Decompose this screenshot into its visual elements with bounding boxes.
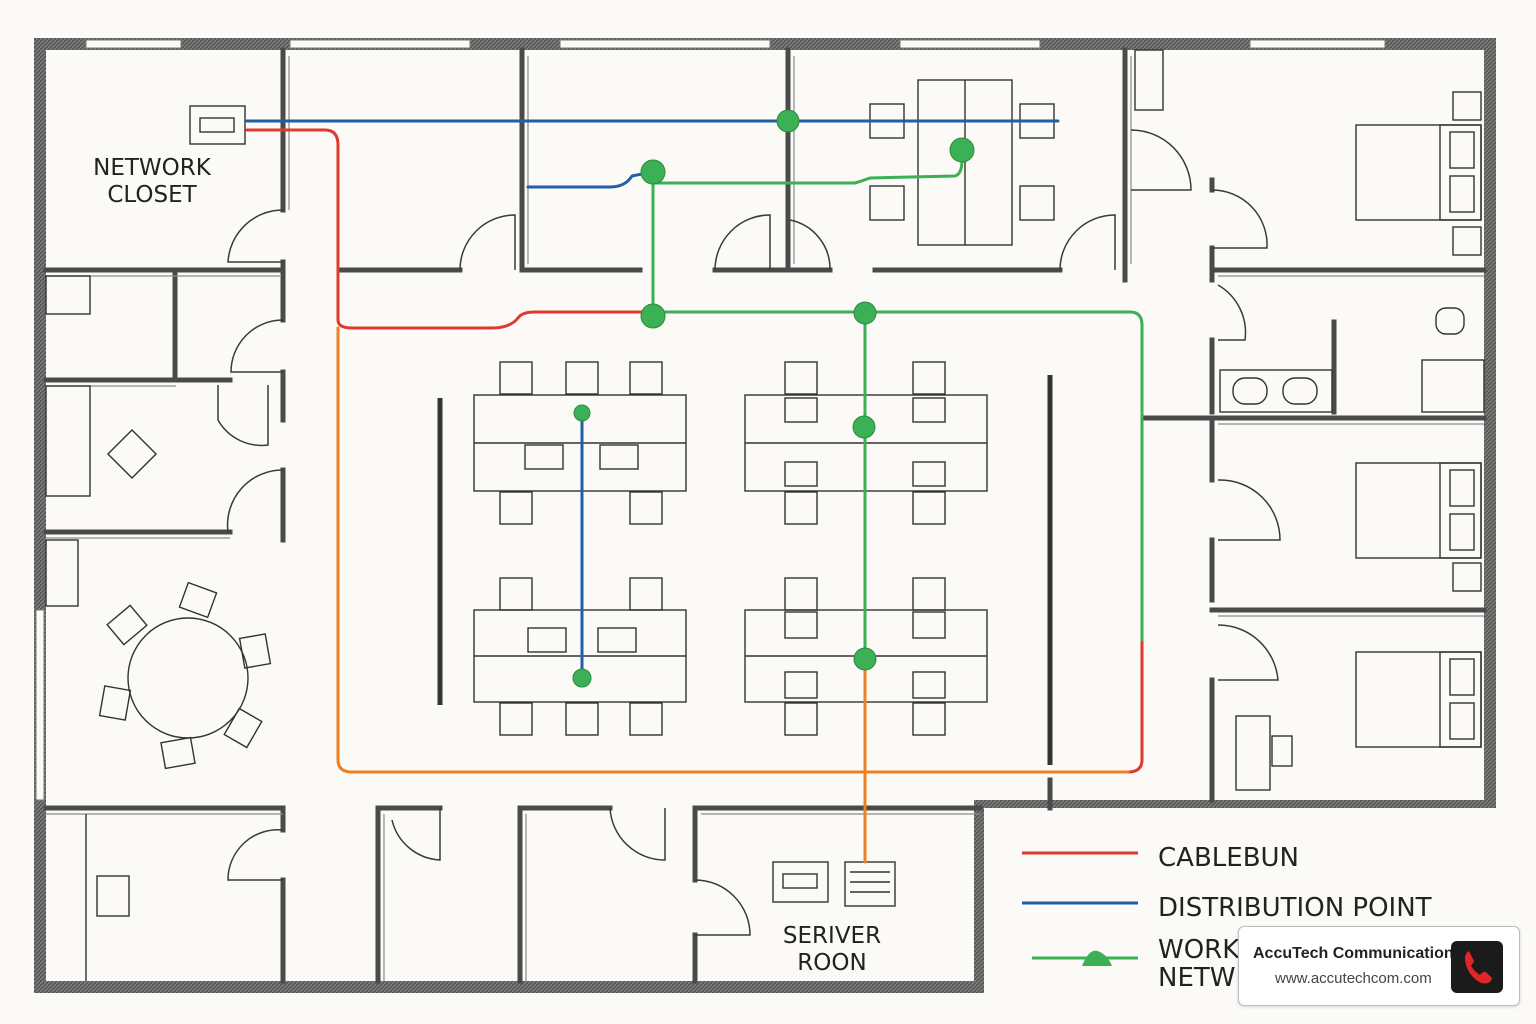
- interior-walls: [43, 47, 1487, 984]
- legend: CABLEBUN DISTRIBUTION POINT WORK NETW: [1022, 843, 1432, 993]
- furniture: [45, 49, 1485, 981]
- node-office-north: [776, 109, 800, 133]
- red-cable-east: [1126, 638, 1144, 774]
- node-office-desk: [949, 137, 975, 163]
- door-swings: [217, 129, 1281, 936]
- inner-double-walls: [46, 56, 1484, 981]
- windows: [35, 39, 1386, 801]
- legend-label-netw: NETW: [1158, 963, 1235, 993]
- phone-icon: [1451, 941, 1503, 993]
- cable-runs: [245, 119, 1144, 864]
- blue-cable-office: [526, 170, 654, 189]
- node-ws-se: [853, 647, 877, 671]
- server-room-label-1: SERIVER: [783, 923, 881, 949]
- room-labels: NETWORK CLOSET SERIVER ROON: [93, 155, 881, 976]
- orange-cable-loop: [336, 326, 1130, 774]
- server-room-label-2: ROON: [797, 950, 866, 976]
- brand-name: AccuTech Communication: [1253, 945, 1454, 962]
- node-junction-west: [640, 303, 666, 329]
- network-closet-label-1: NETWORK: [93, 155, 212, 181]
- network-nodes: [572, 109, 975, 688]
- green-cable-office: [651, 148, 964, 185]
- legend-label-distribution-point: DISTRIBUTION POINT: [1158, 893, 1432, 923]
- legend-label-cablebun: CABLEBUN: [1158, 843, 1299, 873]
- node-ws-ne: [852, 415, 876, 439]
- node-riser-top: [640, 159, 666, 185]
- legend-node-green: [1082, 950, 1112, 966]
- red-cable-main: [245, 128, 655, 330]
- node-junction-east: [853, 301, 877, 325]
- green-cable-backbone: [651, 310, 1144, 642]
- node-ws-sw: [572, 668, 592, 688]
- brand-badge: AccuTech Communication www.accutechcom.c…: [1238, 926, 1520, 1006]
- brand-url: www.accutechcom.com: [1275, 970, 1432, 987]
- network-closet-label-2: CLOSET: [107, 182, 197, 208]
- legend-label-work: WORK: [1158, 935, 1240, 965]
- node-ws-nw: [573, 404, 591, 422]
